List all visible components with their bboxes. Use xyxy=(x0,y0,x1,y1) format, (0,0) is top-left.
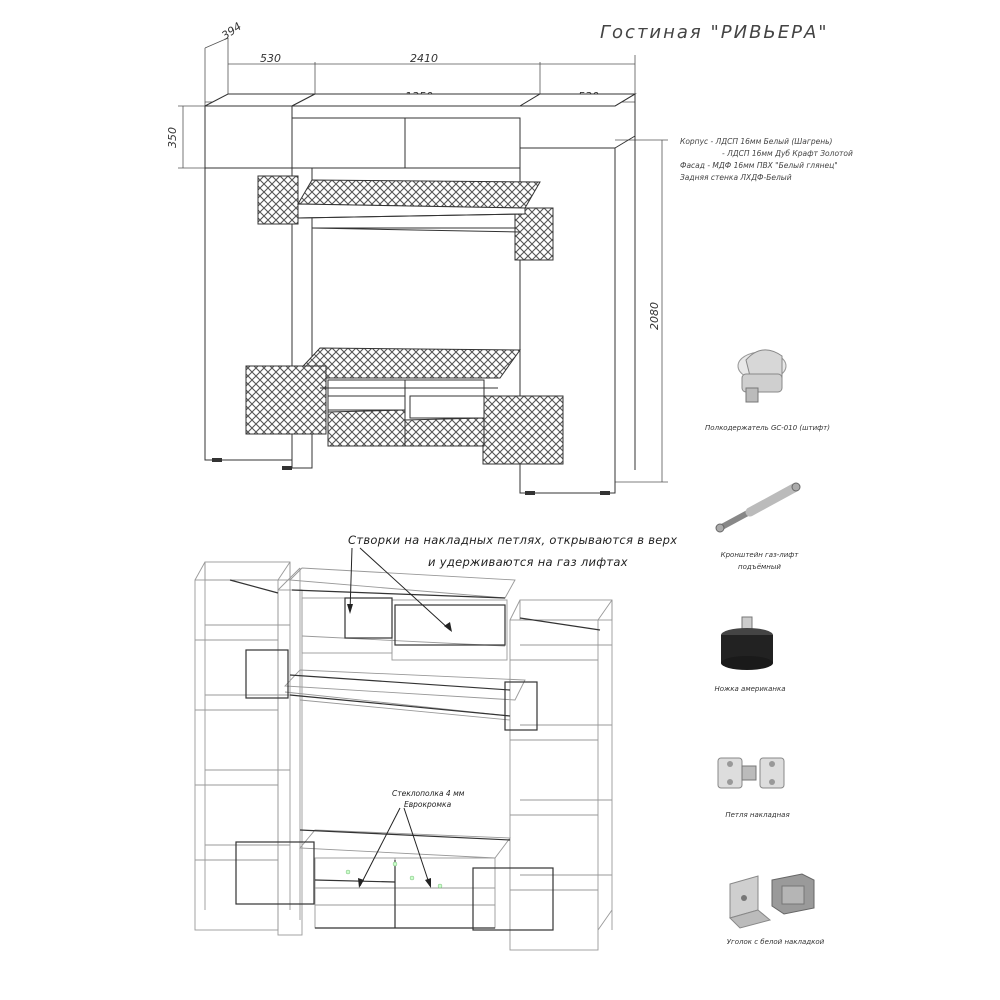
flaps-note-line2: и удерживаются на газ лифтах xyxy=(428,555,628,569)
accessory-caption: Уголок с белой накладкой xyxy=(726,938,825,946)
accessory-caption: Петля накладная xyxy=(725,811,790,819)
arrowheads xyxy=(347,604,452,888)
furniture-leg-icon xyxy=(721,616,773,670)
feet xyxy=(212,458,610,495)
spec-line: Задняя стенка ЛХДФ-Белый xyxy=(680,173,792,182)
hinge-icon xyxy=(717,757,785,789)
accessory-caption: Полкодержатель GC-010 (штифт) xyxy=(705,424,830,432)
top-height-label: 350 xyxy=(166,127,179,148)
shelf-holder-icon xyxy=(737,349,787,403)
hardware-dots xyxy=(345,861,443,889)
wireframe-view-drawing xyxy=(194,547,613,951)
spec-line: - ЛДСП 16мм Дуб Крафт Золотой xyxy=(722,149,853,158)
edge-banding-note: Еврокромка xyxy=(404,800,452,809)
spec-line: Фасад - МДФ 16мм ПВХ "Белый глянец" xyxy=(680,161,838,170)
dimension-lines xyxy=(178,37,668,483)
side-width-label: 530 xyxy=(260,52,281,65)
annotation-arrows xyxy=(349,547,451,887)
total-height-label: 2080 xyxy=(648,302,661,330)
front-view-drawing: 394 530 2410 1350 530 350 2080 xyxy=(166,20,668,495)
glass-shelf-note: Стеклополка 4 мм xyxy=(392,789,465,798)
total-width-label: 2410 xyxy=(410,52,438,65)
depth-label: 394 xyxy=(219,20,244,43)
cabinet-outline xyxy=(204,93,637,494)
flaps-note-line1: Створки на накладных петлях, открываются… xyxy=(348,533,678,547)
spec-line: Корпус - ЛДСП 16мм Белый (Шагрень) xyxy=(680,137,833,146)
wireframe-dark-edges xyxy=(229,579,601,929)
lower-lattice-panels xyxy=(245,347,564,465)
upper-lattice-panels xyxy=(257,175,554,261)
wireframe-lines xyxy=(194,561,613,951)
wireframe-panels xyxy=(235,597,554,931)
accessory-caption: Ножка американка xyxy=(714,685,786,693)
gas-lift-icon xyxy=(715,482,801,533)
accessory-caption: Кронштейн газ-лифт подъёмный xyxy=(720,551,799,571)
page-title: Гостиная "РИВЬЕРА" xyxy=(600,22,829,43)
material-specs: Корпус - ЛДСП 16мм Белый (Шагрень) - ЛДС… xyxy=(680,136,870,184)
corner-bracket-icon xyxy=(729,873,815,929)
